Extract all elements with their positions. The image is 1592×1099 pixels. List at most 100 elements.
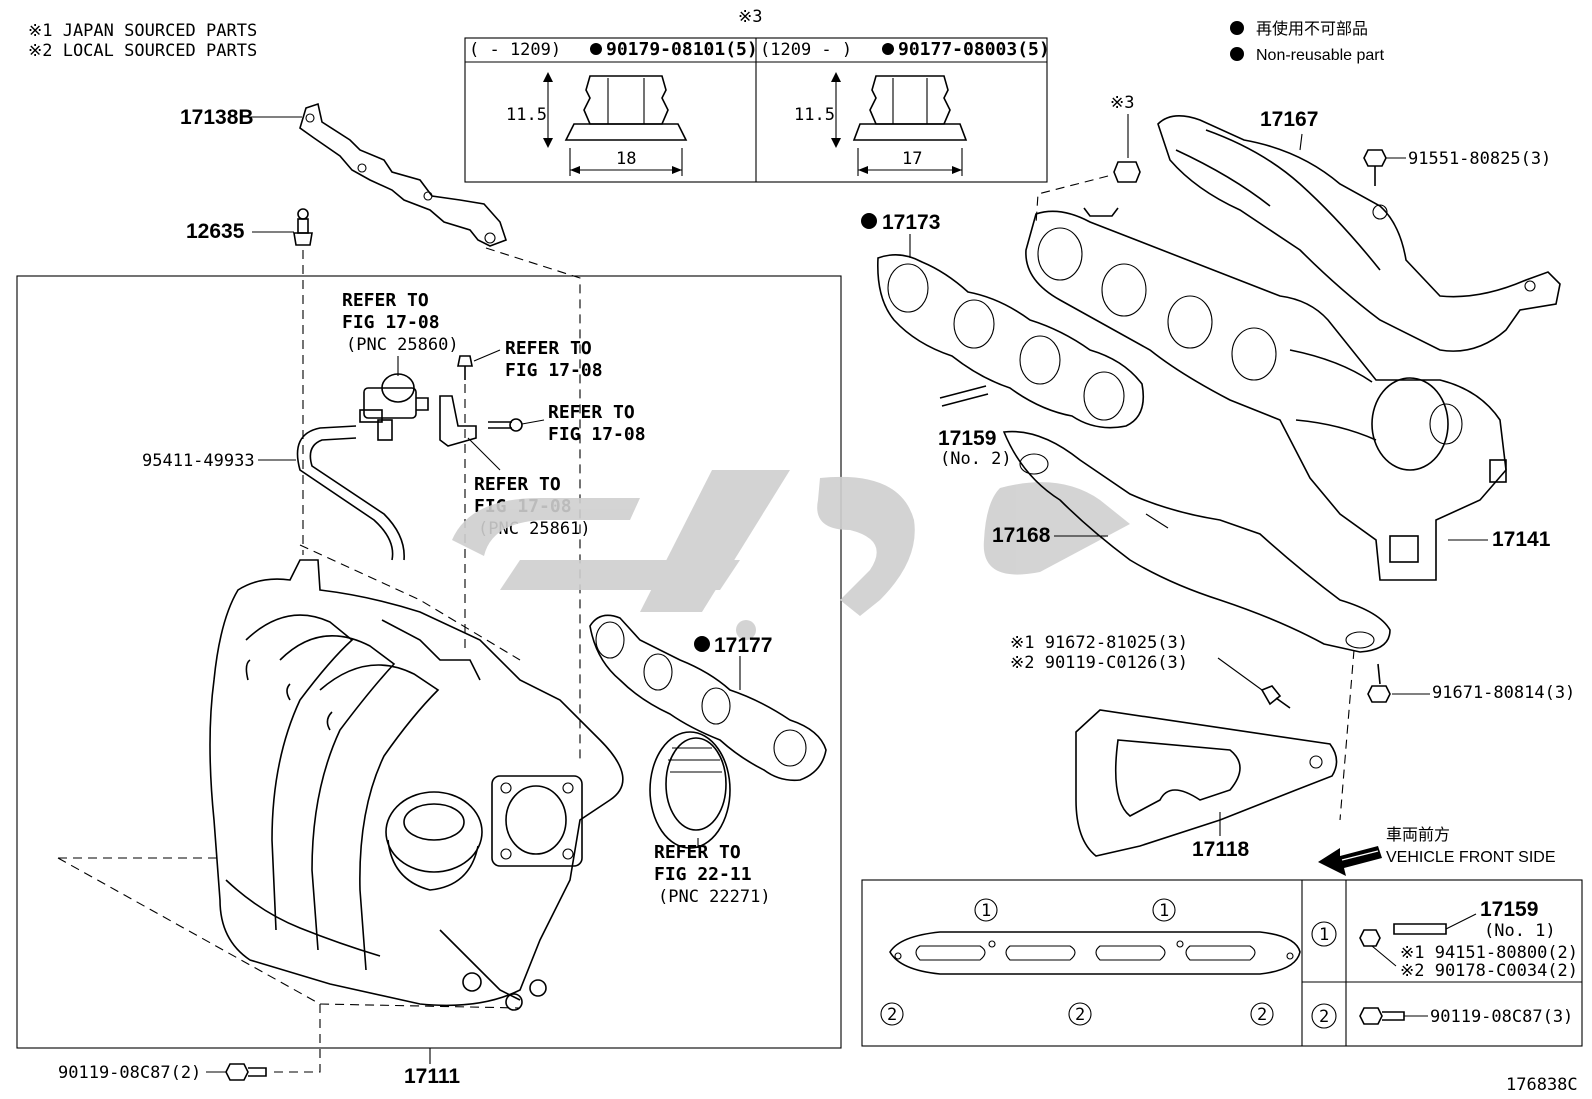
label-90119-c0126: ※2 90119-C0126(3) [1010, 653, 1188, 673]
nut-right-height: 11.5 [794, 105, 835, 125]
label-17159-no1: 17159 [1480, 898, 1538, 921]
bolt-91551 [1363, 149, 1387, 186]
vsv-valve [359, 373, 429, 441]
callout-2-text: 2 [1257, 1005, 1267, 1025]
heat-insulator-17168 [1002, 430, 1391, 653]
legend-jp: 再使用不可部品 [1256, 20, 1368, 38]
row-circle-2-icon [1311, 1003, 1337, 1029]
callout-circle-2-icon [880, 1002, 904, 1026]
vehicle-front-arrow-icon [1318, 846, 1382, 876]
nut-left-width: 18 [616, 149, 636, 169]
marker3-right: ※3 [1110, 93, 1134, 113]
label-17159-no1-sub: (No. 1) [1484, 921, 1556, 941]
label-12635: 12635 [186, 220, 245, 243]
refer-pnc25860-line2: FIG 17-08 [342, 312, 440, 333]
refer2-line2: FIG 17-08 [505, 360, 603, 381]
refer5-line2: FIG 22-11 [654, 864, 752, 885]
label-90178: ※2 90178-C0034(2) [1400, 961, 1578, 981]
refer2-line1: REFER TO [505, 338, 592, 359]
non-reusable-bullet-icon [882, 43, 894, 55]
exhaust-nut [1113, 161, 1141, 183]
bolt-refer3 [488, 418, 523, 432]
nut-table-marker: ※3 [738, 7, 762, 27]
flange-nut-right-icon [852, 75, 968, 141]
nut-table: ※3 ( - 1209) 90179-08101(5) (1209 - ) 90… [464, 7, 1050, 183]
row-1-text: 1 [1319, 925, 1329, 945]
intake-assembly-frame [16, 275, 842, 1049]
heat-insulator-17167 [1157, 115, 1561, 352]
label-91551: 91551-80825(3) [1408, 149, 1551, 169]
label-17167: 17167 [1260, 108, 1318, 131]
non-reusable-bullet-icon [694, 636, 710, 652]
label-17168: 17168 [992, 524, 1051, 547]
label-94151: ※1 94151-80800(2) [1400, 943, 1578, 963]
note-japan-sourced: ※1 JAPAN SOURCED PARTS [28, 21, 257, 41]
refer5-line1: REFER TO [654, 842, 741, 863]
vacuum-hose [296, 425, 405, 561]
callout-1-text: 1 [981, 901, 991, 921]
label-17159-no2-sub: (No. 2) [940, 449, 1012, 469]
label-17111: 17111 [404, 1065, 460, 1088]
label-17173: 17173 [882, 211, 940, 234]
nut-left-part: 90179-08101(5) [606, 39, 758, 60]
label-91671: 91671-80814(3) [1432, 683, 1575, 703]
label-17177: 17177 [714, 634, 772, 657]
bracket-17138b [299, 102, 508, 247]
non-reusable-bullet-icon [590, 43, 602, 55]
label-17138b: 17138B [180, 106, 254, 129]
label-17118: 17118 [1192, 838, 1250, 861]
label-90119-08c87-3: 90119-08C87(3) [1430, 1007, 1573, 1027]
stud-17159-no1 [1359, 923, 1447, 947]
stud-17159-no2 [939, 385, 989, 407]
callout-circle-1-icon [974, 898, 998, 922]
callout-2-text: 2 [1075, 1005, 1085, 1025]
label-17159-no2: 17159 [938, 427, 996, 450]
bracket-17118 [1075, 709, 1338, 857]
non-reusable-bullet-icon [861, 213, 877, 229]
bolt-91671 [1367, 663, 1391, 703]
non-reusable-bullet-icon [1230, 47, 1244, 61]
bolt-90119-08c87-3 [1359, 1007, 1405, 1025]
exhaust-gasket-17173 [877, 254, 1145, 429]
refer-pnc25860-line3: (PNC 25860) [346, 335, 459, 355]
label-17141: 17141 [1492, 528, 1551, 551]
throttle-body-gasket [649, 731, 731, 849]
refer3-line1: REFER TO [548, 402, 635, 423]
row-circle-1-icon [1311, 921, 1337, 947]
nut-right-width: 17 [902, 149, 922, 169]
figure-code: 176838C [1506, 1075, 1578, 1095]
vsv-bracket [439, 395, 477, 447]
callout-circle-1-icon [1152, 898, 1176, 922]
label-90119-08c87-2: 90119-08C87(2) [58, 1063, 201, 1083]
non-reusable-bullet-icon [1230, 21, 1244, 35]
bolt-90119-08c87 [225, 1063, 267, 1081]
legend-en: Non-reusable part [1256, 47, 1385, 64]
callout-1-text: 1 [1159, 901, 1169, 921]
callout-2-text: 2 [887, 1005, 897, 1025]
nut-right-part: 90177-08003(5) [898, 39, 1050, 60]
intake-manifold-17111 [209, 559, 624, 1011]
note-local-sourced: ※2 LOCAL SOURCED PARTS [28, 41, 257, 61]
front-label-jp: 車両前方 [1386, 826, 1450, 844]
nut-left-height: 11.5 [506, 105, 547, 125]
refer5-line3: (PNC 22271) [658, 887, 771, 907]
stud-12635 [293, 208, 313, 246]
callout-circle-2-icon [1068, 1002, 1092, 1026]
label-91672: ※1 91672-81025(3) [1010, 633, 1188, 653]
nut-left-range: ( - 1209) [469, 40, 561, 60]
refer-pnc25860-line1: REFER TO [342, 290, 429, 311]
callout-circle-2-icon [1250, 1002, 1274, 1026]
exhaust-manifold-17141 [1025, 207, 1507, 581]
bolt-refer-17-08 [457, 355, 473, 380]
flange-nut-left-icon [564, 75, 688, 141]
bolt-91672 [1260, 685, 1291, 709]
refer4-line1: REFER TO [474, 474, 561, 495]
row-2-text: 2 [1319, 1007, 1329, 1027]
refer3-line2: FIG 17-08 [548, 424, 646, 445]
label-95411: 95411-49933 [142, 451, 255, 471]
nut-right-range: (1209 - ) [760, 40, 852, 60]
stud-inset-table: 1 1 2 2 2 1 2 17159 (No. 1) ※1 94151-808… [861, 879, 1583, 1047]
gasket-17177 [589, 614, 827, 782]
watermark-logo [452, 470, 1130, 640]
